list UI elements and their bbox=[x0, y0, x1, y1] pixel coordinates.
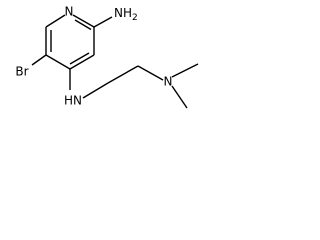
atom-amine-nh: NH bbox=[114, 6, 132, 20]
atom-bromine: Br bbox=[15, 65, 28, 79]
bond-c5-br bbox=[31, 54, 47, 66]
bond-n-c2 bbox=[72, 14, 95, 28]
atom-linker-nh: HN bbox=[64, 94, 82, 108]
molecule-diagram: N NH2 Br HN N bbox=[0, 0, 217, 120]
bond-c3-nh2 bbox=[93, 16, 113, 28]
bond-ch2b-n bbox=[137, 65, 164, 81]
bond-c3-c4 bbox=[69, 54, 95, 70]
bond-c4-c5 bbox=[45, 54, 71, 70]
bond-c6-n bbox=[45, 14, 66, 28]
structure-svg: N NH2 Br HN N bbox=[15, 5, 199, 109]
bond-n-methyl-up bbox=[171, 63, 199, 78]
atom-dimethyl-nitrogen: N bbox=[164, 75, 173, 89]
atom-labels: N NH2 Br HN N bbox=[15, 5, 172, 108]
bond-n-methyl-down bbox=[171, 85, 188, 109]
atom-amine-subscript: 2 bbox=[132, 13, 138, 23]
pyridine-ring bbox=[45, 14, 95, 70]
bond-ch2a-ch2b bbox=[107, 65, 139, 84]
atom-ring-nitrogen: N bbox=[65, 5, 74, 19]
bond-c3-c4-inner bbox=[69, 52, 90, 65]
atom-amine-nh2: NH2 bbox=[114, 6, 138, 23]
bond-n-c2-inner bbox=[74, 19, 92, 31]
substituent-bonds bbox=[31, 16, 199, 109]
bond-nh-ch2a bbox=[82, 82, 109, 99]
